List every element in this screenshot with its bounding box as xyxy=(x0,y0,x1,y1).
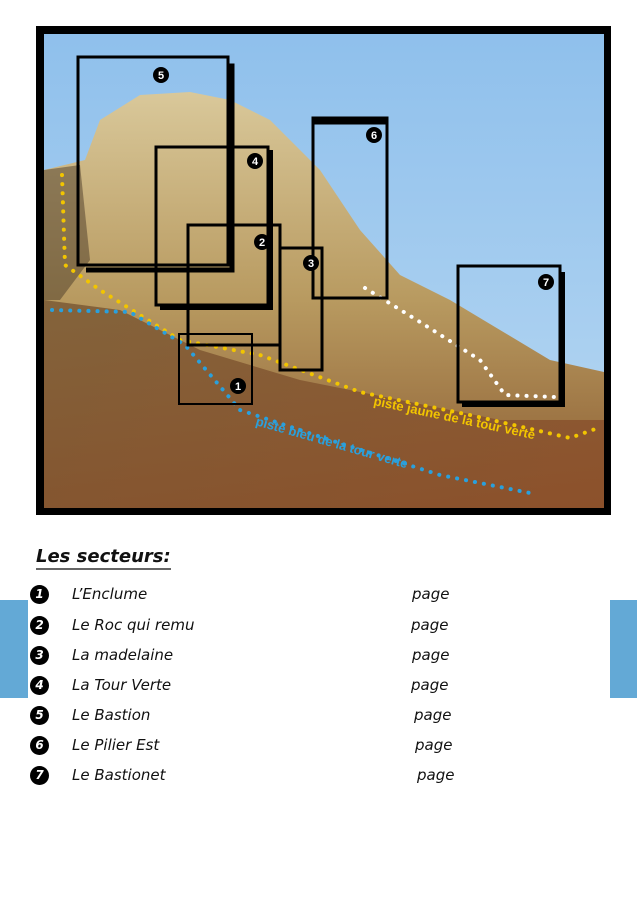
svg-text:7: 7 xyxy=(543,277,549,289)
page-ref: page xyxy=(417,766,455,784)
sector-item[interactable]: 1 L’Enclume page xyxy=(30,583,470,607)
sector-box-1[interactable] xyxy=(178,333,253,405)
page-ref: page xyxy=(412,646,450,664)
sector-name: Le Roc qui remu xyxy=(72,616,195,634)
number-badge: 5 xyxy=(30,706,49,725)
marker-5: 5 xyxy=(153,67,169,83)
marker-1: 1 xyxy=(230,378,246,394)
page-ref: page xyxy=(415,736,453,754)
vegetation xyxy=(44,300,604,508)
sector-name: Le Bastionet xyxy=(72,766,166,784)
trail-blue xyxy=(50,308,532,495)
page-ref: page xyxy=(411,676,449,694)
svg-text:5: 5 xyxy=(158,70,164,82)
sector-box-6[interactable] xyxy=(311,116,389,300)
sector-box-2[interactable] xyxy=(186,223,282,347)
sector-name: La Tour Verte xyxy=(72,676,172,694)
svg-text:6: 6 xyxy=(371,130,377,142)
sector-item[interactable]: 3 La madelaine page xyxy=(30,644,470,668)
sector-box-5[interactable] xyxy=(76,55,230,267)
number-badge: 3 xyxy=(30,646,49,665)
marker-3: 3 xyxy=(303,255,319,271)
svg-text:3: 3 xyxy=(308,258,314,270)
number-badge: 6 xyxy=(30,736,49,755)
marker-6: 6 xyxy=(366,127,382,143)
svg-text:2: 2 xyxy=(259,237,265,249)
left-tab xyxy=(0,600,28,698)
sector-box-7[interactable] xyxy=(456,264,562,404)
sector-item[interactable]: 2 Le Roc qui remu page xyxy=(30,614,470,638)
sector-name: Le Pilier Est xyxy=(72,736,160,754)
page-ref: page xyxy=(411,616,449,634)
number-badge: 2 xyxy=(30,616,49,635)
sector-item[interactable]: 4 La Tour Verte page xyxy=(30,674,470,698)
sector-name: La madelaine xyxy=(72,646,174,664)
trail-white xyxy=(363,286,557,399)
sector-item[interactable]: 6 Le Pilier Est page xyxy=(30,734,470,758)
marker-2: 2 xyxy=(254,234,270,250)
marker-7: 7 xyxy=(538,274,554,290)
sector-item[interactable]: 7 Le Bastionet page xyxy=(30,764,470,788)
right-tab xyxy=(610,600,637,698)
sectors-title: Les secteurs: xyxy=(36,546,171,570)
page-ref: page xyxy=(414,706,452,724)
sector-item[interactable]: 5 Le Bastion page xyxy=(30,704,470,728)
marker-4: 4 xyxy=(247,153,263,169)
page-ref: page xyxy=(412,585,450,603)
number-badge: 1 xyxy=(30,585,49,604)
number-badge: 4 xyxy=(30,676,49,695)
cliff-photo: piste jaune de la tour verte piste bleu … xyxy=(36,26,611,515)
trail-yellow xyxy=(60,173,600,441)
svg-text:1: 1 xyxy=(235,381,241,393)
svg-text:4: 4 xyxy=(252,156,259,168)
number-badge: 7 xyxy=(30,766,49,785)
sector-name: L’Enclume xyxy=(72,585,148,603)
sector-name: Le Bastion xyxy=(72,706,151,724)
